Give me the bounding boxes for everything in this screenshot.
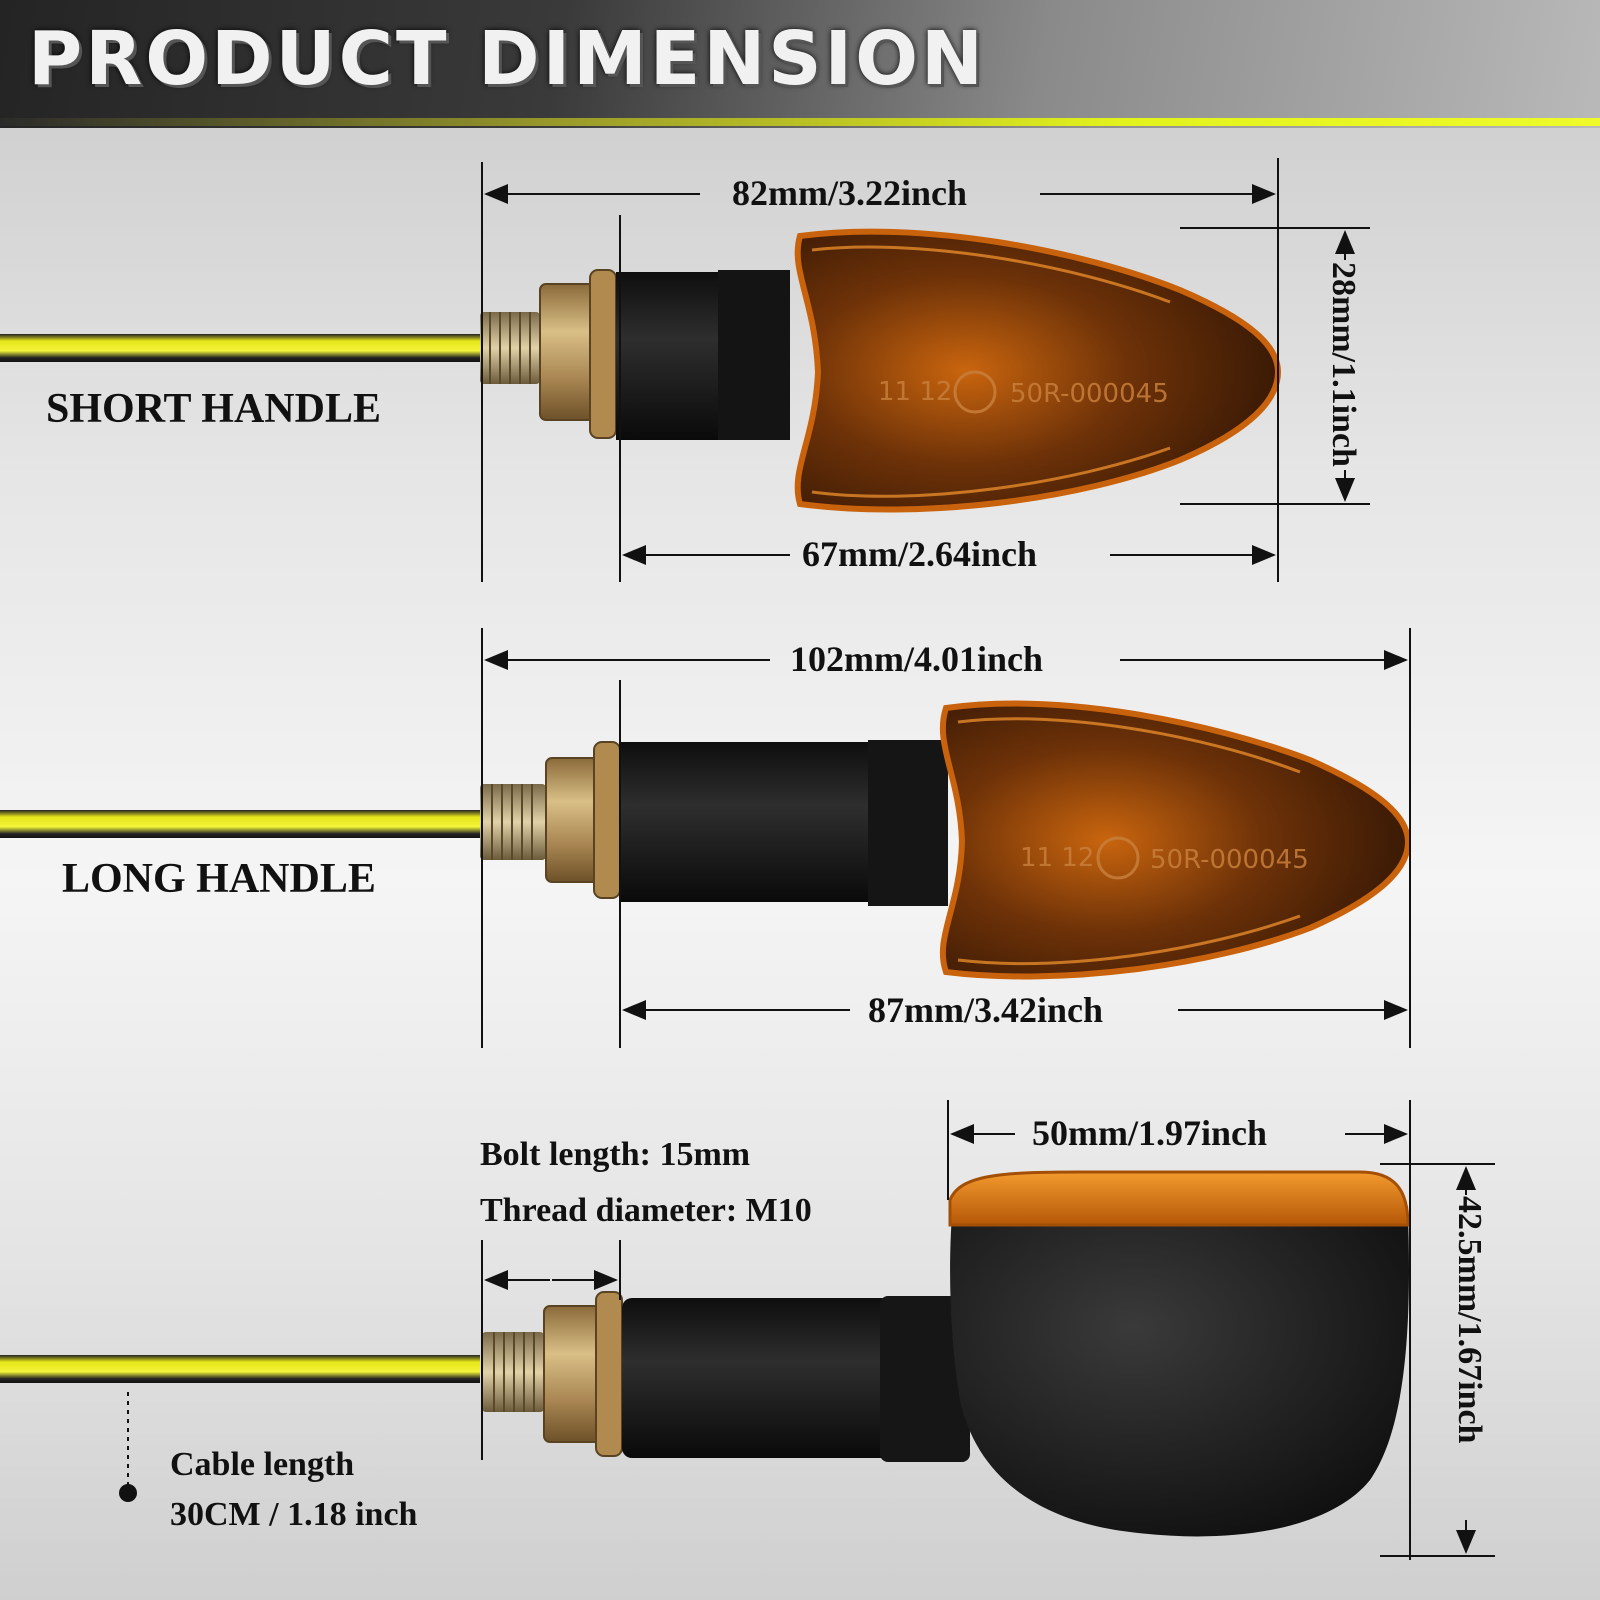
lens-markings: 50R-000045 11 12 <box>1020 836 1309 880</box>
lens-marking-code: 50R-000045 <box>1010 379 1169 409</box>
short-handle-label: SHORT HANDLE <box>46 386 381 432</box>
bolt-length-label: Bolt length: 15mm <box>480 1136 751 1173</box>
wire <box>0 334 480 362</box>
short-handle-body-length: 67mm/2.64inch <box>802 534 1038 574</box>
header-banner <box>0 0 1600 128</box>
lens-marking-date: 11 12 <box>878 377 952 407</box>
housing-length-label: 50mm/1.97inch <box>1032 1113 1268 1153</box>
thread-ridges <box>491 784 533 860</box>
long-handle-label: LONG HANDLE <box>62 856 376 902</box>
washer <box>593 741 621 899</box>
wire <box>0 810 480 838</box>
thread-ridges <box>493 1332 535 1412</box>
emark-circle <box>953 370 997 414</box>
lens-marking-date: 11 12 <box>1020 843 1094 873</box>
hex-nut <box>545 757 599 883</box>
stem <box>620 742 870 902</box>
emark-circle <box>1096 836 1140 880</box>
side-view-height: 42.5mm/1.67inch <box>1451 1196 1488 1444</box>
page-title: PRODUCT DIMENSION <box>28 16 986 102</box>
long-handle-dimensions <box>481 628 1411 1048</box>
stem <box>622 1298 892 1458</box>
thread-ridges <box>489 312 531 384</box>
long-handle-total-length: 102mm/4.01inch <box>790 639 1044 679</box>
side-view-dimensions <box>127 1100 1495 1560</box>
header-accent-stripe <box>0 118 1600 126</box>
stem <box>616 272 726 440</box>
stem-collar <box>880 1296 970 1462</box>
long-handle-illustration: 50R-000045 11 12 <box>0 700 1412 980</box>
lens-edge-highlight <box>811 245 1171 498</box>
cable-length-value: 30CM / 1.18 inch <box>170 1496 418 1533</box>
washer <box>589 269 617 439</box>
lens-edge-highlight <box>957 717 1301 965</box>
lens-marking-code: 50R-000045 <box>1150 845 1309 875</box>
cable-length-label: Cable length <box>170 1446 355 1483</box>
hex-nut <box>543 1305 601 1443</box>
amber-lens <box>794 228 1282 513</box>
amber-top-lens <box>948 1170 1410 1227</box>
stem-collar <box>868 740 948 906</box>
short-handle-height: 28mm/1.1inch <box>1325 262 1362 467</box>
cable-marker-dot <box>119 1484 137 1502</box>
lens-markings: 50R-000045 11 12 <box>878 370 1169 414</box>
black-shell <box>950 1215 1410 1537</box>
thread-diameter-label: Thread diameter: M10 <box>480 1192 812 1229</box>
side-view-illustration <box>0 1170 1410 1537</box>
short-handle-illustration: 50R-000045 11 12 <box>0 228 1282 513</box>
hex-nut <box>539 283 595 421</box>
short-handle-total-length: 82mm/3.22inch <box>732 173 968 213</box>
washer <box>595 1291 623 1457</box>
short-handle-dimensions <box>481 158 1370 582</box>
amber-lens <box>939 700 1412 980</box>
long-handle-body-length: 87mm/3.42inch <box>868 990 1104 1030</box>
wire <box>0 1355 480 1383</box>
stem-collar <box>718 270 790 440</box>
